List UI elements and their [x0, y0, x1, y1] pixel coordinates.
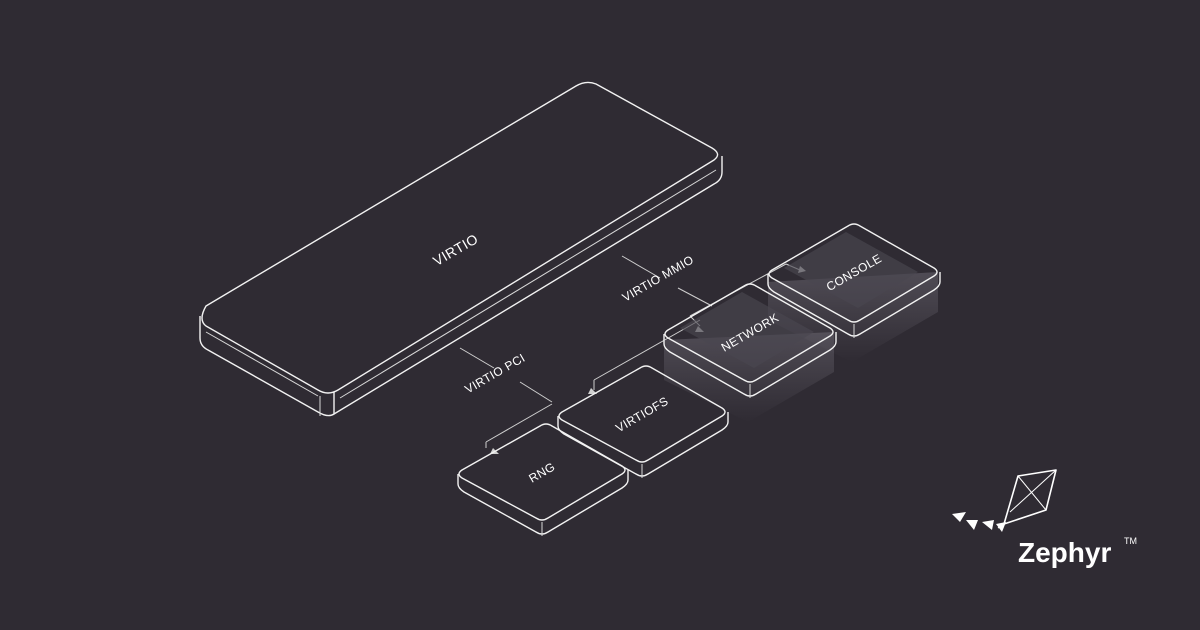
- zephyr-logo: Zephyr TM: [952, 469, 1137, 568]
- virtio-pci-label: VIRTIO PCI: [462, 351, 527, 397]
- virtiofs-label: VIRTIOFS: [613, 394, 671, 435]
- zephyr-trademark: TM: [1124, 536, 1137, 546]
- kite-icon: [952, 469, 1057, 532]
- rng-device: RNG: [457, 423, 629, 536]
- rng-label: RNG: [526, 460, 557, 486]
- virtio-mmio-label: VIRTIO MMIO: [620, 252, 696, 304]
- zephyr-wordmark: Zephyr: [1018, 537, 1111, 568]
- virtio-label: VIRTIO: [430, 230, 481, 269]
